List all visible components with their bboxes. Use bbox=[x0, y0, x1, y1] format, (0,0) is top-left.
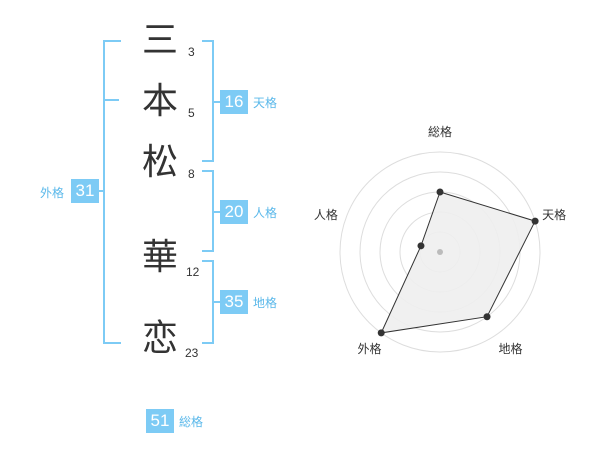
stroke-count-5: 23 bbox=[185, 346, 199, 360]
stroke-count-3: 8 bbox=[188, 167, 195, 181]
jinkaku-connector bbox=[214, 211, 222, 213]
radar-point-3 bbox=[483, 313, 491, 321]
radar-point-2 bbox=[531, 217, 539, 225]
stroke-count-1: 3 bbox=[188, 45, 195, 59]
radar-data-polygon bbox=[380, 191, 536, 334]
name-char-1: 三 bbox=[142, 20, 179, 61]
tenkaku-bracket bbox=[202, 40, 214, 162]
name-char-2: 本 bbox=[142, 81, 179, 122]
chikaku-label: 地格 bbox=[253, 296, 278, 310]
soukaku-label: 総格 bbox=[179, 415, 204, 429]
radar-point-5 bbox=[417, 242, 425, 250]
name-char-4: 華 bbox=[142, 237, 179, 278]
soukaku-value: 51 bbox=[146, 409, 174, 433]
surname-separator-tick bbox=[105, 99, 119, 101]
radar-point-1 bbox=[436, 188, 444, 196]
radar-center-dot bbox=[437, 249, 443, 255]
name-char-3: 松 bbox=[142, 142, 179, 183]
radar-axis-label-4: 外格 bbox=[357, 341, 381, 356]
gaikaku-value: 31 bbox=[71, 179, 99, 203]
radar-point-4 bbox=[377, 329, 385, 337]
radar-ring-5 bbox=[339, 151, 541, 353]
stroke-count-2: 5 bbox=[188, 106, 195, 120]
gaikaku-label: 外格 bbox=[40, 186, 65, 200]
radar-axis-label-5: 人格 bbox=[314, 207, 338, 222]
chikaku-connector bbox=[214, 301, 222, 303]
radar-axis-label-3: 地格 bbox=[498, 341, 522, 356]
tenkaku-label: 天格 bbox=[253, 96, 278, 110]
gaikaku-bracket bbox=[103, 40, 121, 344]
radar-axis-label-2: 天格 bbox=[542, 207, 566, 222]
jinkaku-value: 20 bbox=[220, 200, 248, 224]
chikaku-value: 35 bbox=[220, 290, 248, 314]
tenkaku-value: 16 bbox=[220, 90, 248, 114]
stroke-count-4: 12 bbox=[186, 265, 200, 279]
radar-axis-label-1: 総格 bbox=[428, 124, 452, 139]
jinkaku-bracket bbox=[202, 170, 214, 252]
jinkaku-label: 人格 bbox=[253, 206, 278, 220]
name-char-5: 恋 bbox=[142, 318, 179, 359]
tenkaku-connector bbox=[214, 101, 222, 103]
chikaku-bracket bbox=[202, 260, 214, 344]
